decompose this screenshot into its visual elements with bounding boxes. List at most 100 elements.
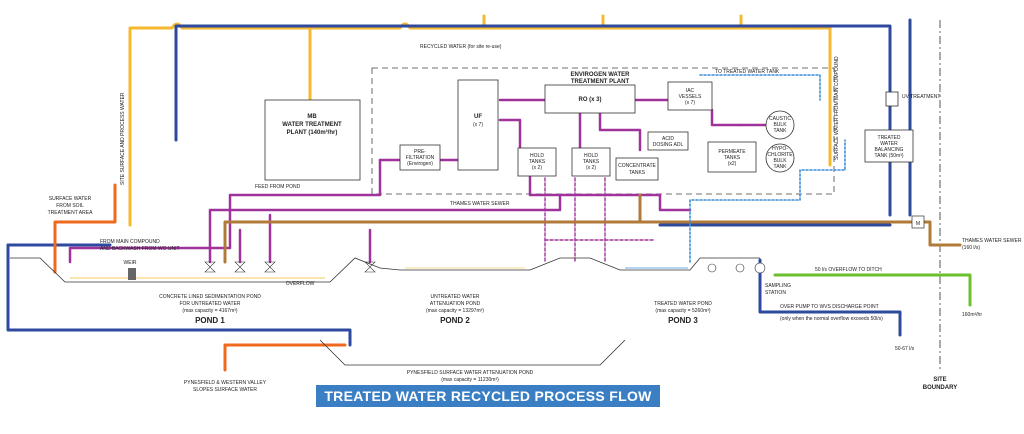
envirogen-label-2: TREATMENT PLANT — [571, 79, 630, 85]
orange-soil-area — [53, 183, 117, 274]
hold2-label-1: HOLD — [584, 153, 598, 159]
from-main-label-1: FROM MAIN COMPOUND — [100, 239, 160, 245]
flow-5067-label: 50-67 l/s — [895, 346, 915, 352]
pond2-label: POND 2 — [440, 316, 470, 325]
valves — [204, 261, 766, 274]
iac-label-1: IAC — [686, 88, 695, 94]
weir-label: WEIR — [123, 260, 136, 266]
iac-box — [667, 81, 713, 111]
treatment-units — [264, 79, 914, 181]
overflow-label: OVERFLOW — [286, 281, 315, 287]
caustic-label-3: TANK — [774, 128, 788, 134]
green-overflow — [773, 273, 972, 307]
hold1-label-3: (x 2) — [532, 165, 542, 171]
to-treated-label: TO TREATED WATER TANK — [715, 69, 780, 75]
balancing-label-3: BALANCING — [875, 147, 904, 153]
site-label-1: SITE — [933, 377, 946, 383]
uf-label-1: UF — [474, 114, 482, 120]
meter-icon — [911, 215, 925, 229]
surface-main-label: SURFACE WATER FROM MAIN COMPOUND — [834, 56, 840, 160]
thames-conn-label-1: THAMES WATER SEWER — [962, 238, 1022, 244]
acid-dosing-box — [647, 131, 689, 151]
acid-label-1: ACID — [662, 136, 674, 142]
caustic-tank — [765, 110, 795, 140]
prefilt-label-1: PRE- — [414, 149, 426, 155]
hypo-label-1: HYPO- — [772, 146, 788, 152]
backwash-dotted — [544, 177, 656, 263]
treated-dotted — [689, 74, 846, 263]
hold-tanks-2-box — [571, 147, 611, 177]
balancing-label-2: WATER — [880, 141, 898, 147]
hypo-tank — [765, 143, 795, 173]
lightblue-dotted — [689, 139, 846, 263]
balancing-label-4: TANK (50m³) — [874, 153, 903, 159]
magenta-ro-hold2 — [558, 108, 582, 152]
pond1-desc-3: (max capacity = 4167m³) — [182, 308, 237, 314]
site-label-2: BOUNDARY — [923, 385, 957, 391]
pond2-desc-1: UNTREATED WATER — [430, 294, 479, 300]
yellow-right-drop — [798, 26, 832, 167]
uf-label-2: (x 7) — [473, 122, 483, 128]
valve-icon — [234, 261, 246, 273]
iac-label-2: VESSELS — [679, 94, 702, 100]
pynesfield-pond — [319, 339, 626, 366]
diagram-labels: RECYCLED WATER (for site re-use) SITE SU… — [48, 44, 1022, 393]
feed-pond-label: FEED FROM POND — [255, 184, 301, 190]
concentrate-box — [615, 157, 659, 181]
over-pump-label: OVER PUMP TO WVS DISCHARGE POINT — [780, 304, 879, 310]
meter-label: M — [916, 221, 920, 227]
ro-label: RO (x 3) — [578, 97, 601, 103]
pond2-desc-2: ATTENUATION POND — [430, 301, 481, 307]
prefilt-label-2: FILTRATION — [406, 155, 435, 161]
pond1-label: POND 1 — [195, 316, 225, 325]
brown-sewer-main — [223, 220, 962, 264]
pond3-label: POND 3 — [668, 316, 698, 325]
magenta-uf-hold — [498, 118, 522, 152]
valve-icon — [364, 261, 376, 273]
blue-top-loop — [174, 24, 892, 217]
hold2-label-3: (x 2) — [586, 165, 596, 171]
soil-label-1: SURFACE WATER — [49, 196, 92, 202]
uf-box — [457, 79, 499, 171]
hypo-label-3: BULK — [773, 158, 787, 164]
wtp-label-3: PLANT (140m³/hr) — [287, 129, 338, 136]
ro-box — [544, 84, 636, 114]
yellow-left-riser — [128, 26, 172, 227]
permeate-label-3: (x2) — [728, 161, 737, 167]
sampling-label-1: SAMPLING — [765, 283, 791, 289]
permeate-label-1: PERMEATE — [718, 149, 746, 155]
pond2-desc-3: (max capacity = 13297m³) — [426, 308, 484, 314]
soil-label-3: TREATMENT AREA — [48, 210, 93, 216]
pump-icon — [707, 263, 717, 273]
sewer-pipes — [223, 193, 962, 264]
wtp-label-2: WATER TREATMENT — [282, 122, 342, 128]
lightblue-to-tank — [699, 74, 821, 101]
blue-over-pump — [758, 258, 902, 337]
pond-profile — [10, 257, 760, 366]
hold2-label-2: TANKS — [583, 159, 600, 165]
valve-icon — [204, 261, 216, 273]
hold-tanks-1-box — [517, 147, 557, 177]
hold1-label-2: TANKS — [529, 159, 546, 165]
caustic-label-1: CAUSTIC — [769, 116, 791, 122]
magenta-hold-return — [528, 168, 692, 212]
over-pump-label-2: (only when the normal overflow exceeds 5… — [780, 316, 883, 322]
wtp-label-1: MB — [307, 114, 317, 120]
diagram-title: TREATED WATER RECYCLED PROCESS FLOW — [316, 385, 660, 407]
balancing-label-1: TREATED — [878, 135, 901, 141]
orange-valley — [223, 343, 347, 372]
magenta-iac-permeate — [710, 108, 742, 127]
flow-160-label: 160m³/hr — [962, 312, 982, 318]
pond3-desc-1: TREATED WATER POND — [654, 301, 712, 307]
pond3-desc-2: (max capacity = 5260m³) — [655, 308, 710, 314]
envirogen-enclosure — [371, 67, 835, 195]
sampling-station-icon — [754, 262, 766, 274]
concentrate-label-2: TANKS — [629, 170, 646, 176]
permeate-box — [707, 141, 757, 173]
thames-sewer-label: THAMES WATER SEWER — [450, 201, 510, 207]
pynesfield-label-1: PYNESFIELD SURFACE WATER ATTENUATION PON… — [407, 370, 534, 376]
uv-box — [885, 91, 899, 107]
pump-icon — [735, 263, 745, 273]
